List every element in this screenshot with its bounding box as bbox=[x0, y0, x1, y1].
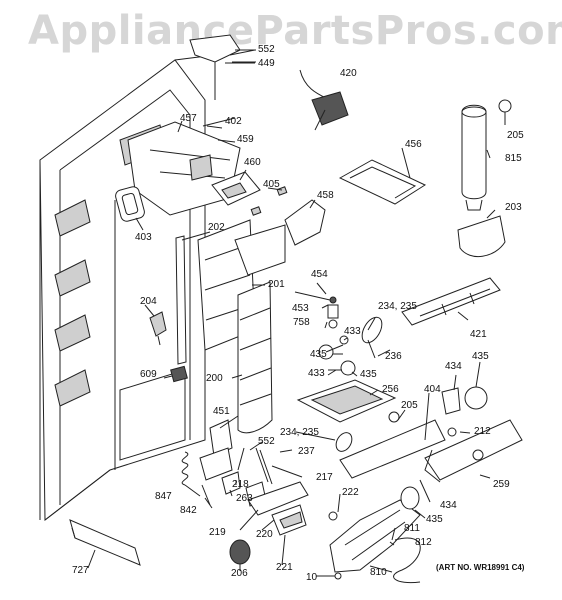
part-label-220: 220 bbox=[256, 529, 273, 540]
hinge-451-552-drawing bbox=[199, 419, 273, 485]
part-label-405: 405 bbox=[263, 179, 280, 190]
housing-259-drawing bbox=[424, 419, 523, 483]
part-label-404: 404 bbox=[424, 384, 441, 395]
part-label-202: 202 bbox=[208, 222, 225, 233]
socket-434-drawing bbox=[441, 386, 488, 415]
part-label-812: 812 bbox=[415, 537, 432, 548]
part-label-205: 205 bbox=[507, 130, 524, 141]
part-label-433-lower: 433 bbox=[308, 368, 325, 379]
part-label-204: 204 bbox=[140, 296, 157, 307]
part-label-256: 256 bbox=[382, 384, 399, 395]
module-460-drawing bbox=[211, 171, 261, 206]
part-label-552: 552 bbox=[258, 44, 275, 55]
part-label-236: 236 bbox=[385, 351, 402, 362]
part-label-434-lower: 434 bbox=[440, 500, 457, 511]
part-label-434-upper: 434 bbox=[445, 361, 462, 372]
filter-cover-203-drawing bbox=[457, 215, 506, 257]
part-label-218: 218 bbox=[232, 479, 249, 490]
liner-drawing bbox=[39, 54, 216, 522]
harness-420-drawing bbox=[299, 69, 349, 131]
part-label-847: 847 bbox=[155, 491, 172, 502]
part-label-609: 609 bbox=[140, 369, 157, 380]
bracket-456-drawing bbox=[338, 159, 427, 205]
part-label-460: 460 bbox=[244, 157, 261, 168]
part-label-435-right: 435 bbox=[472, 351, 489, 362]
shield-404-drawing bbox=[339, 411, 446, 479]
sensor-234-drawing bbox=[335, 432, 353, 452]
top-hinge-drawing bbox=[189, 34, 256, 64]
part-204-drawing bbox=[149, 311, 167, 346]
part-label-435-middle: 435 bbox=[360, 369, 377, 380]
tubing-810-812-drawing bbox=[328, 486, 421, 584]
watermark-text: AppliancePartsPros.com bbox=[28, 8, 562, 54]
part-label-453: 453 bbox=[292, 303, 309, 314]
rail-202-drawing bbox=[175, 235, 187, 365]
grille-256-drawing bbox=[296, 379, 397, 423]
part-label-403: 403 bbox=[135, 232, 152, 243]
part-label-458: 458 bbox=[317, 190, 334, 201]
valve-454-drawing bbox=[294, 291, 339, 329]
part-609-drawing bbox=[170, 365, 188, 383]
part-label-727: 727 bbox=[72, 565, 89, 576]
part-label-457: 457 bbox=[180, 113, 197, 124]
part-label-205-lower: 205 bbox=[401, 400, 418, 411]
part-label-263: 263 bbox=[236, 493, 253, 504]
part-label-433-upper: 433 bbox=[344, 326, 361, 337]
part-206-drawing bbox=[229, 539, 251, 565]
part-label-435-lower: 435 bbox=[426, 514, 443, 525]
part-label-201: 201 bbox=[268, 279, 285, 290]
part-label-454: 454 bbox=[311, 269, 328, 280]
part-label-449: 449 bbox=[258, 58, 275, 69]
part-label-10: 10 bbox=[306, 572, 318, 583]
part-label-842: 842 bbox=[180, 505, 197, 516]
kickplate-727-drawing bbox=[69, 519, 141, 566]
part-label-212: 212 bbox=[474, 426, 491, 437]
part-label-217: 217 bbox=[316, 472, 333, 483]
part-label-259: 259 bbox=[493, 479, 510, 490]
bracket-421-drawing bbox=[401, 277, 501, 326]
part-label-219: 219 bbox=[209, 527, 226, 538]
part-label-811: 811 bbox=[404, 523, 420, 534]
part-label-203: 203 bbox=[505, 202, 522, 213]
lamp-wire-236-drawing bbox=[361, 316, 383, 359]
part-label-200: 200 bbox=[206, 373, 223, 384]
gasket-403-drawing bbox=[115, 186, 145, 222]
part-label-420: 420 bbox=[340, 68, 357, 79]
filter-815-drawing bbox=[461, 99, 512, 211]
part-label-421: 421 bbox=[470, 329, 487, 340]
part-label-402: 402 bbox=[225, 116, 242, 127]
art-number: (ART NO. WR18991 C4) bbox=[436, 563, 525, 572]
part-label-435-left: 435 bbox=[310, 349, 327, 360]
spring-847-drawing bbox=[181, 451, 211, 506]
bulbs-433-435-drawing bbox=[318, 335, 356, 376]
clips-405-458-drawing bbox=[250, 186, 326, 246]
part-label-221: 221 bbox=[276, 562, 293, 573]
drain-219-221-drawing bbox=[247, 481, 309, 536]
leader-lines bbox=[87, 49, 506, 577]
part-label-451: 451 bbox=[213, 406, 230, 417]
part-label-810: 810 bbox=[370, 567, 387, 578]
part-label-206: 206 bbox=[231, 568, 248, 579]
part-label-222: 222 bbox=[342, 487, 359, 498]
part-label-237: 237 bbox=[298, 446, 315, 457]
part-label-552-lower: 552 bbox=[258, 436, 275, 447]
part-label-234-235-upper: 234, 235 bbox=[378, 301, 417, 312]
panels-200-201-drawing bbox=[197, 219, 286, 434]
part-label-234-235-lower: 234, 235 bbox=[280, 427, 319, 438]
part-label-815: 815 bbox=[505, 153, 522, 164]
part-label-459: 459 bbox=[237, 134, 254, 145]
part-label-456: 456 bbox=[405, 139, 422, 150]
part-label-758: 758 bbox=[293, 317, 310, 328]
